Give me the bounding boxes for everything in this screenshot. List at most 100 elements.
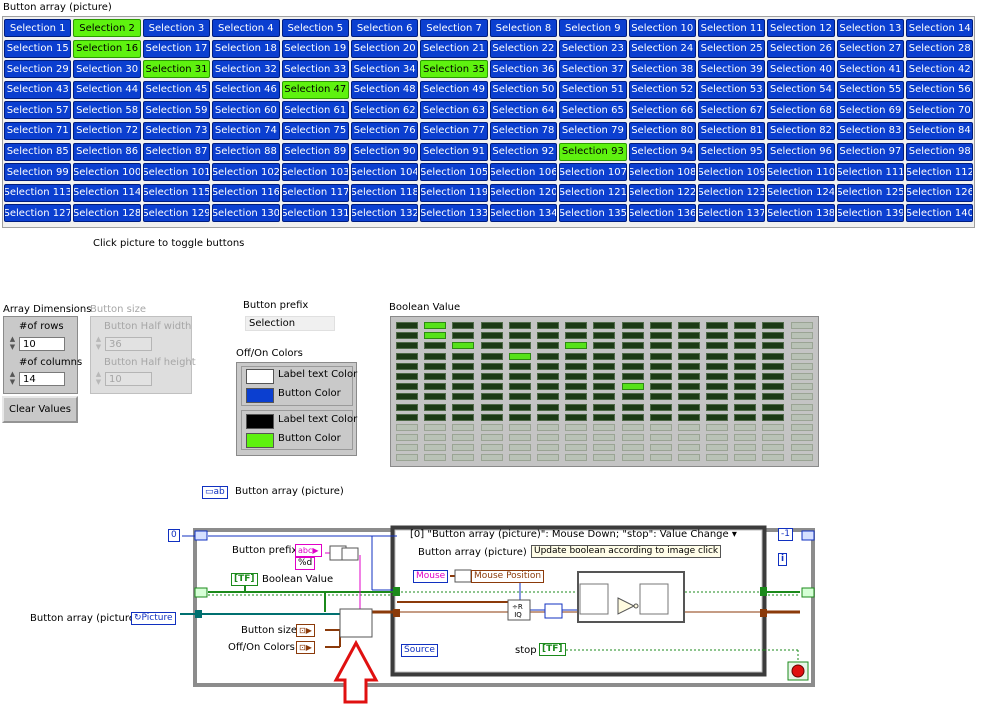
selection-button-62[interactable]: Selection 62 xyxy=(350,101,419,120)
selection-button-50[interactable]: Selection 50 xyxy=(489,80,558,99)
selection-button-107[interactable]: Selection 107 xyxy=(559,163,627,182)
selection-button-53[interactable]: Selection 53 xyxy=(697,80,766,99)
selection-button-36[interactable]: Selection 36 xyxy=(489,60,558,79)
boolean-value-terminal[interactable]: [TF] xyxy=(231,573,258,586)
selection-button-137[interactable]: Selection 137 xyxy=(697,204,766,223)
selection-button-138[interactable]: Selection 138 xyxy=(767,204,835,223)
selection-button-105[interactable]: Selection 105 xyxy=(420,163,488,182)
selection-button-128[interactable]: Selection 128 xyxy=(73,204,141,223)
selection-button-1[interactable]: Selection 1 xyxy=(4,19,72,37)
selection-button-76[interactable]: Selection 76 xyxy=(350,121,419,140)
mouse-node[interactable]: Mouse xyxy=(413,570,449,583)
selection-button-67[interactable]: Selection 67 xyxy=(697,101,766,120)
selection-button-84[interactable]: Selection 84 xyxy=(906,121,974,140)
selection-button-35[interactable]: Selection 35 xyxy=(420,60,488,79)
selection-button-83[interactable]: Selection 83 xyxy=(836,121,905,140)
selection-button-130[interactable]: Selection 130 xyxy=(212,204,280,223)
selection-button-88[interactable]: Selection 88 xyxy=(212,142,280,161)
selection-button-2[interactable]: Selection 2 xyxy=(73,19,141,37)
button-prefix-field[interactable]: Selection xyxy=(245,316,335,331)
selection-button-127[interactable]: Selection 127 xyxy=(4,204,72,223)
selection-button-47[interactable]: Selection 47 xyxy=(281,80,349,99)
selection-button-15[interactable]: Selection 15 xyxy=(4,39,72,58)
colors-cluster[interactable]: ⊡▶ xyxy=(296,641,315,654)
selection-button-120[interactable]: Selection 120 xyxy=(489,183,558,202)
selection-button-61[interactable]: Selection 61 xyxy=(281,101,349,120)
selection-button-10[interactable]: Selection 10 xyxy=(628,19,696,37)
selection-button-18[interactable]: Selection 18 xyxy=(212,39,280,58)
selection-button-14[interactable]: Selection 14 xyxy=(906,19,974,37)
selection-button-72[interactable]: Selection 72 xyxy=(73,121,141,140)
selection-button-124[interactable]: Selection 124 xyxy=(767,183,835,202)
selection-button-71[interactable]: Selection 71 xyxy=(4,121,72,140)
selection-button-116[interactable]: Selection 116 xyxy=(212,183,280,202)
rows-field[interactable]: 10 xyxy=(19,337,65,351)
selection-button-115[interactable]: Selection 115 xyxy=(142,183,211,202)
selection-button-65[interactable]: Selection 65 xyxy=(559,101,627,120)
selection-button-81[interactable]: Selection 81 xyxy=(697,121,766,140)
selection-button-48[interactable]: Selection 48 xyxy=(350,80,419,99)
selection-button-29[interactable]: Selection 29 xyxy=(4,60,72,79)
selection-button-57[interactable]: Selection 57 xyxy=(4,101,72,120)
selection-button-37[interactable]: Selection 37 xyxy=(559,60,627,79)
selection-button-126[interactable]: Selection 126 xyxy=(906,183,974,202)
format-string-const[interactable]: %d xyxy=(295,557,316,570)
selection-button-11[interactable]: Selection 11 xyxy=(697,19,766,37)
selection-button-90[interactable]: Selection 90 xyxy=(350,142,419,161)
selection-button-39[interactable]: Selection 39 xyxy=(697,60,766,79)
selection-button-46[interactable]: Selection 46 xyxy=(212,80,280,99)
selection-button-109[interactable]: Selection 109 xyxy=(697,163,766,182)
off-label-color-swatch[interactable] xyxy=(246,369,274,384)
selection-button-31[interactable]: Selection 31 xyxy=(142,60,211,79)
selection-button-41[interactable]: Selection 41 xyxy=(836,60,905,79)
selection-button-95[interactable]: Selection 95 xyxy=(697,142,766,161)
selection-button-42[interactable]: Selection 42 xyxy=(906,60,974,79)
selection-button-140[interactable]: Selection 140 xyxy=(906,204,974,223)
selection-button-66[interactable]: Selection 66 xyxy=(628,101,696,120)
selection-button-4[interactable]: Selection 4 xyxy=(212,19,280,37)
button-size-cluster[interactable]: ⊡▶ xyxy=(296,624,315,637)
selection-button-139[interactable]: Selection 139 xyxy=(836,204,905,223)
selection-button-104[interactable]: Selection 104 xyxy=(350,163,419,182)
selection-button-86[interactable]: Selection 86 xyxy=(73,142,141,161)
columns-spinner-icon[interactable]: ▲▼ xyxy=(9,370,16,386)
selection-button-23[interactable]: Selection 23 xyxy=(559,39,627,58)
selection-button-69[interactable]: Selection 69 xyxy=(836,101,905,120)
selection-button-106[interactable]: Selection 106 xyxy=(489,163,558,182)
selection-button-112[interactable]: Selection 112 xyxy=(906,163,974,182)
selection-button-63[interactable]: Selection 63 xyxy=(420,101,488,120)
selection-button-125[interactable]: Selection 125 xyxy=(836,183,905,202)
selection-button-51[interactable]: Selection 51 xyxy=(559,80,627,99)
stop-terminal[interactable]: [TF] xyxy=(539,643,566,656)
loop-constant[interactable]: -1 xyxy=(778,528,793,541)
source-node[interactable]: Source xyxy=(401,644,438,657)
selection-button-68[interactable]: Selection 68 xyxy=(767,101,835,120)
selection-button-136[interactable]: Selection 136 xyxy=(628,204,696,223)
selection-button-131[interactable]: Selection 131 xyxy=(281,204,349,223)
selection-button-32[interactable]: Selection 32 xyxy=(212,60,280,79)
event-case-selector[interactable]: [0] "Button array (picture)": Mouse Down… xyxy=(410,529,737,540)
selection-button-129[interactable]: Selection 129 xyxy=(142,204,211,223)
selection-button-100[interactable]: Selection 100 xyxy=(73,163,141,182)
selection-button-45[interactable]: Selection 45 xyxy=(142,80,211,99)
selection-button-74[interactable]: Selection 74 xyxy=(212,121,280,140)
selection-button-16[interactable]: Selection 16 xyxy=(73,39,141,58)
selection-button-34[interactable]: Selection 34 xyxy=(350,60,419,79)
selection-button-13[interactable]: Selection 13 xyxy=(836,19,905,37)
selection-button-108[interactable]: Selection 108 xyxy=(628,163,696,182)
selection-button-22[interactable]: Selection 22 xyxy=(489,39,558,58)
selection-button-103[interactable]: Selection 103 xyxy=(281,163,349,182)
selection-button-99[interactable]: Selection 99 xyxy=(4,163,72,182)
selection-button-97[interactable]: Selection 97 xyxy=(836,142,905,161)
selection-button-96[interactable]: Selection 96 xyxy=(767,142,835,161)
selection-button-89[interactable]: Selection 89 xyxy=(281,142,349,161)
selection-button-133[interactable]: Selection 133 xyxy=(420,204,488,223)
selection-button-87[interactable]: Selection 87 xyxy=(142,142,211,161)
rows-spinner-icon[interactable]: ▲▼ xyxy=(9,335,16,351)
selection-button-44[interactable]: Selection 44 xyxy=(73,80,141,99)
selection-button-6[interactable]: Selection 6 xyxy=(350,19,419,37)
picture-ref-node[interactable]: ↻Picture xyxy=(131,612,176,625)
selection-button-118[interactable]: Selection 118 xyxy=(350,183,419,202)
selection-button-19[interactable]: Selection 19 xyxy=(281,39,349,58)
